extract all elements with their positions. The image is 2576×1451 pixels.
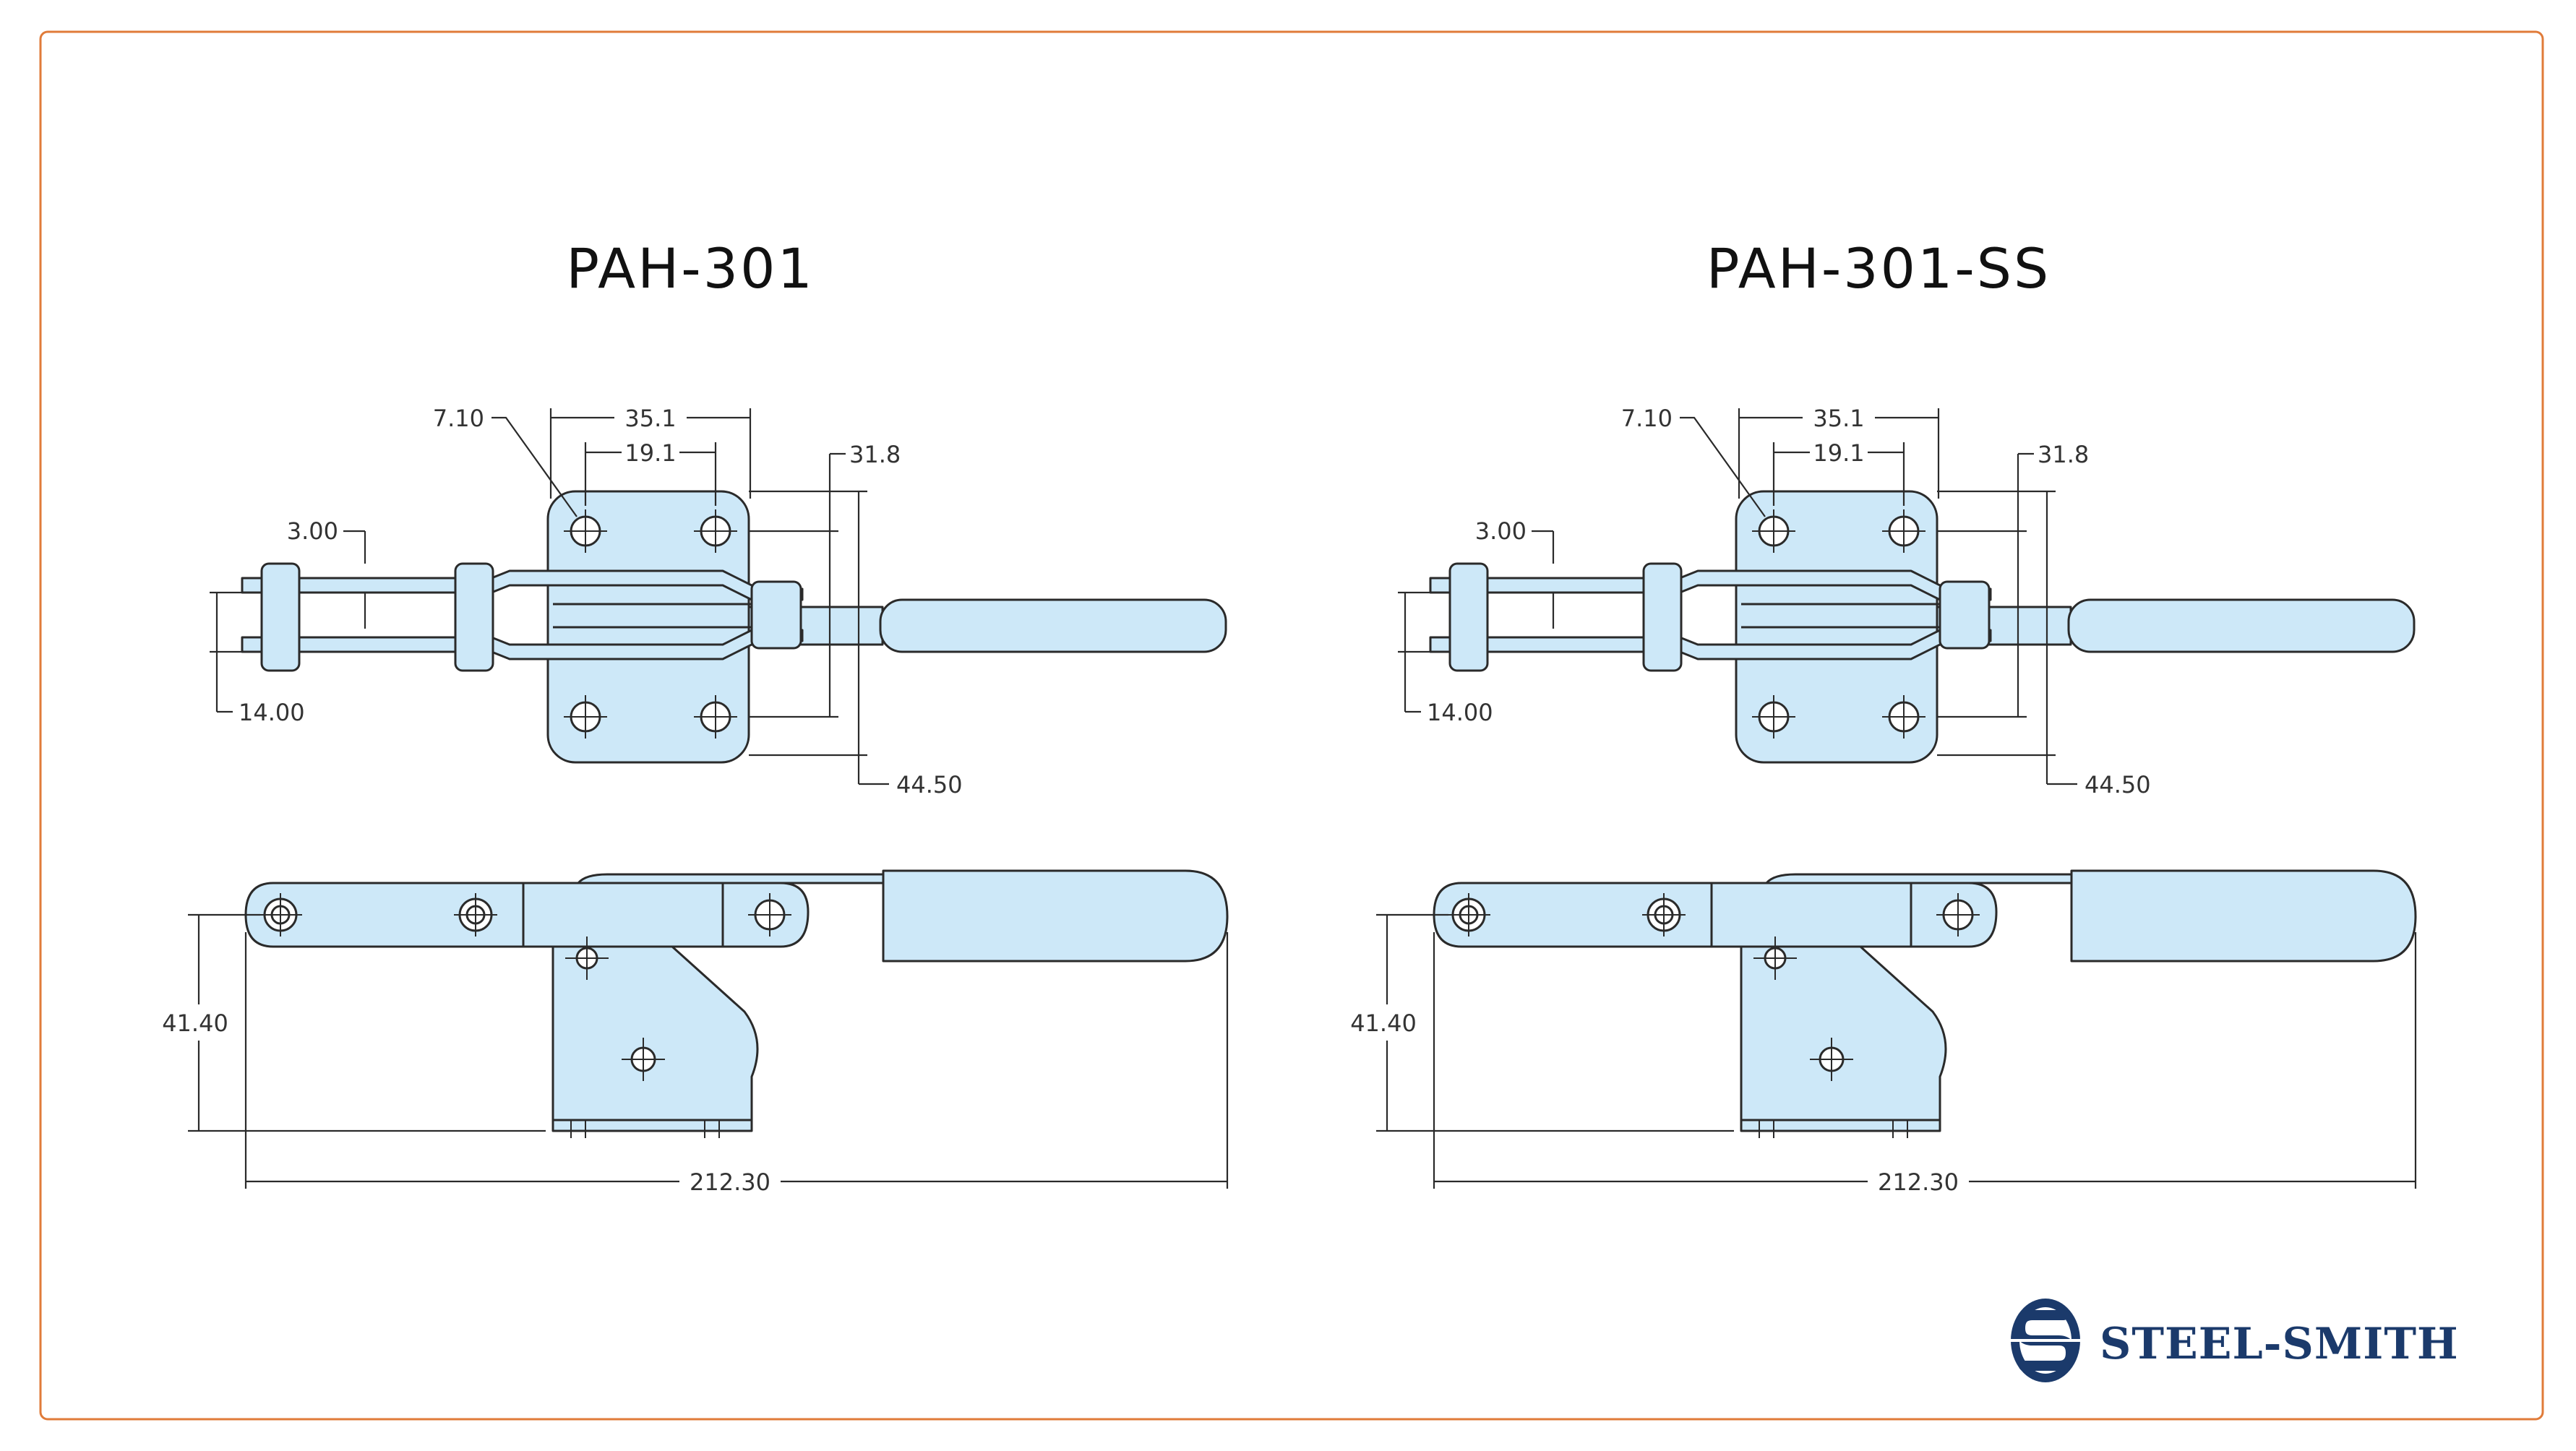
drawing-title: PAH-301	[566, 236, 815, 301]
handle-grip	[879, 598, 1227, 653]
side-link-bar	[244, 882, 810, 948]
pivot-mark	[747, 892, 792, 937]
pivot-mark	[1809, 1037, 1854, 1082]
brand-logo: STEEL-SMITH	[2006, 1299, 2459, 1382]
drawing-pah-301: PAH-301	[162, 236, 1229, 1196]
dim-bar-width: 14.00	[1427, 699, 1493, 726]
pivot-mark	[1641, 892, 1686, 937]
mounting-hole	[1751, 509, 1796, 554]
dim-slot: 3.00	[1475, 517, 1527, 545]
side-view: 41.40 212.30	[162, 869, 1229, 1196]
side-link-bar	[1433, 882, 1998, 948]
dim-width-inner: 19.1	[624, 439, 676, 467]
pivot-mark	[1753, 936, 1798, 981]
dim-width-inner: 19.1	[1813, 439, 1864, 467]
dim-width-outer: 35.1	[624, 405, 676, 432]
dim-bar-width: 14.00	[239, 699, 305, 726]
dim-height-inner: 31.8	[849, 441, 901, 468]
pivot-pin-left	[260, 562, 301, 672]
side-handle	[882, 869, 1229, 963]
pivot-pin-left	[1448, 562, 1489, 672]
mounting-hole	[693, 694, 738, 739]
dim-hole-diameter: 7.10	[433, 405, 484, 432]
side-handle	[2070, 869, 2417, 963]
mounting-hole	[1751, 694, 1796, 739]
pivot-mark	[258, 892, 303, 937]
page-border	[39, 30, 2544, 1421]
side-view: 41.40 212.30	[1350, 869, 2417, 1196]
dim-height-outer: 44.50	[2085, 771, 2151, 798]
top-view: 35.1 19.1 7.10 31.8 44.50 3.00	[1398, 405, 2416, 798]
steel-smith-s-emblem-icon	[2006, 1299, 2087, 1382]
pivot-pin-middle	[454, 562, 494, 672]
pivot-pin-right	[1939, 580, 1991, 650]
pivot-mark	[621, 1037, 666, 1082]
top-view: 35.1 19.1 7.10 31.8 44.50	[210, 405, 1227, 798]
dim-side-height: 41.40	[1350, 1009, 1417, 1037]
dim-overall-length: 212.30	[690, 1168, 770, 1196]
mounting-hole	[1881, 509, 1926, 554]
pivot-pin-middle	[1642, 562, 1683, 672]
dim-height-outer: 44.50	[896, 771, 963, 798]
mounting-hole	[693, 509, 738, 554]
drawing-pah-301-ss: PAH-301-SS 35.1 19.1	[1350, 236, 2417, 1196]
drawing-title: PAH-301-SS	[1706, 236, 2051, 301]
dim-width-outer: 35.1	[1813, 405, 1864, 432]
dim-overall-length: 212.30	[1878, 1168, 1959, 1196]
pivot-pin-right	[750, 580, 802, 650]
mounting-hole	[1881, 694, 1926, 739]
brand-name: STEEL-SMITH	[2100, 1319, 2459, 1369]
pivot-mark	[453, 892, 498, 937]
handle-grip	[2067, 598, 2416, 653]
pivot-mark	[1446, 892, 1491, 937]
pivot-mark	[564, 936, 609, 981]
mounting-hole	[563, 694, 608, 739]
dim-slot: 3.00	[287, 517, 338, 545]
dim-hole-diameter: 7.10	[1621, 405, 1673, 432]
pivot-mark	[1936, 892, 1980, 937]
dim-height-inner: 31.8	[2038, 441, 2089, 468]
dim-side-height: 41.40	[162, 1009, 228, 1037]
side-bracket	[551, 945, 759, 1132]
side-bracket	[1740, 945, 1947, 1132]
mounting-hole	[563, 509, 608, 554]
